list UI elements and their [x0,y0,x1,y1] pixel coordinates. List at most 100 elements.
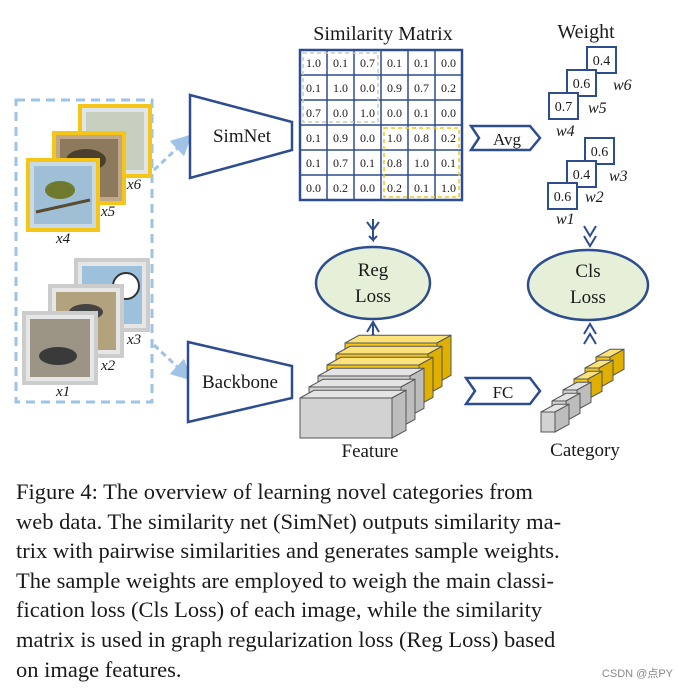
similarity-matrix: 1.0 0.1 0.7 0.1 0.1 0.0 0.1 1.0 0.0 0.9 0.7 0.2 0.7 0… [298,48,464,202]
matrix-cell: 0.7 [333,156,348,170]
weight-box [548,92,579,120]
weight-box [547,182,578,210]
stack-layer-top [335,345,443,355]
arrow-weight-to-cls [583,225,597,248]
matrix-cell: 0.1 [306,156,321,170]
weight-label: w3 [609,168,628,185]
matrix-cell: 0.9 [333,131,348,145]
stack-layer-top [299,389,407,399]
web-image-group-bottom [22,258,150,385]
matrix-cell: 0.1 [306,81,321,95]
weight-box [566,69,597,97]
caption-line: web data. The similarity net (SimNet) ou… [16,508,562,534]
simnet-label: SimNet [213,126,272,147]
matrix-cell: 0.1 [414,56,429,70]
stack-layer-top [344,334,452,344]
matrix-cell: 0.2 [387,181,402,195]
weight-title: Weight [557,21,615,43]
matrix-cell: 0.0 [360,181,375,195]
matrix-cell: 0.1 [414,106,429,120]
label-x1: x1 [55,384,70,400]
matrix-cell: 1.0 [441,181,456,195]
weight-value: 0.6 [554,190,572,205]
reg-loss-label-2: Loss [355,286,391,307]
label-x2: x2 [100,358,116,374]
figure-caption: Figure 4: The overview of learning novel… [16,477,676,684]
weight-label: w5 [588,100,607,117]
weight-value: 0.4 [593,54,611,69]
arrow-category-to-cls [583,322,597,345]
stack-layer [299,397,393,439]
weight-label: w2 [585,189,604,206]
arrow-matrix-to-reg [366,219,380,243]
caption-line: on image features. [16,656,182,682]
input-images-box [14,98,154,404]
cls-loss-label-2: Loss [570,287,606,308]
matrix-cell: 1.0 [414,156,429,170]
weight-label: w1 [556,211,575,228]
overview-figure: x6 x5 x4 x3 x2 x1 SimNet Backbone Simila… [14,21,650,462]
matrix-cell: 0.9 [387,81,402,95]
matrix-cell: 0.0 [360,131,375,145]
feature-stack [299,334,452,439]
matrix-cell: 0.2 [441,131,456,145]
matrix-cell: 1.0 [306,56,321,70]
caption-line: trix with pairwise similarities and gene… [16,538,560,564]
caption-line: matrix is used in graph regularization l… [16,626,556,652]
matrix-cell: 0.1 [441,156,456,170]
stack-layer-side [391,389,407,439]
matrix-cell: 0.0 [306,181,321,195]
avg-arrow [468,124,542,152]
fc-label: FC [493,383,514,402]
matrix-cell: 0.0 [441,106,456,120]
reg-loss-label-1: Reg [358,260,389,281]
weight-box [584,137,615,165]
watermark: CSDN @点PY [601,668,673,680]
matrix-cell: 0.2 [441,81,456,95]
matrix-cell: 0.7 [360,56,375,70]
weight-box [586,46,617,74]
label-x6: x6 [126,177,142,193]
feature-label: Feature [342,441,399,462]
matrix-cell: 0.8 [387,156,402,170]
matrix-cell: 0.0 [441,56,456,70]
label-x5: x5 [100,204,116,220]
category-label: Category [550,440,620,461]
weight-label: w6 [613,77,632,94]
weight-value: 0.6 [573,77,591,92]
avg-label: Avg [493,130,522,149]
arrow-to-simnet [152,134,193,172]
backbone-block [186,340,294,424]
weight-value: 0.7 [555,100,573,115]
label-x3: x3 [126,332,141,348]
matrix-cell: 0.1 [387,56,402,70]
matrix-block-highlight [302,52,379,123]
cls-loss-label-1: Cls [575,261,600,282]
matrix-cell: 0.1 [306,131,321,145]
matrix-cell: 1.0 [333,81,348,95]
matrix-cell: 1.0 [387,131,402,145]
weight-value: 0.4 [573,168,591,183]
stack-layer-top [317,367,425,377]
stack-layer-top [326,356,434,366]
arrow-to-backbone [152,343,193,381]
caption-line: Figure 4: The overview of learning novel… [16,479,533,504]
matrix-cell: 0.1 [360,156,375,170]
stack-layer [540,411,556,433]
stack-layer-top [308,378,416,388]
matrix-cell: 0.0 [387,106,402,120]
fc-arrow [463,376,542,406]
weight-value: 0.6 [591,145,609,160]
stack-layer-side [554,403,570,433]
web-image-group-top [26,104,152,232]
matrix-cell: 0.0 [360,81,375,95]
matrix-cell: 0.1 [333,56,348,70]
label-x4: x4 [55,231,71,247]
matrix-cell: 0.7 [306,106,321,120]
weight-label: w4 [556,123,575,140]
caption-line: fication loss (Cls Loss) of each image, … [16,597,543,623]
caption-line: The sample weights are employed to weigh… [16,567,554,593]
matrix-cell: 0.1 [414,181,429,195]
cls-loss-node [526,248,650,322]
